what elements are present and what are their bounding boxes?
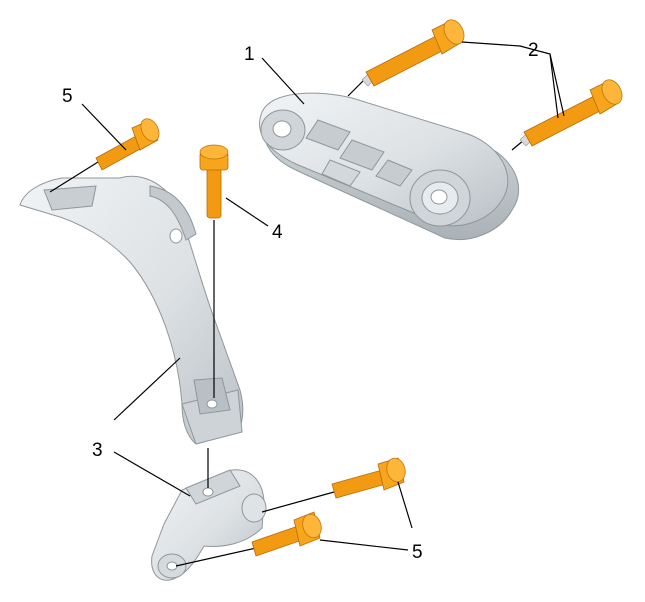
short-bolt-top-left bbox=[49, 118, 160, 193]
support-bracket-upper-part bbox=[19, 175, 244, 445]
mount-block-lower-part bbox=[151, 469, 267, 581]
short-bolt-right-lower bbox=[175, 511, 322, 567]
long-bolt-upper bbox=[347, 19, 465, 97]
callout-1-label: 1 bbox=[244, 44, 255, 65]
vertical-bolt bbox=[199, 144, 229, 488]
callout-5b-label: 5 bbox=[412, 542, 423, 563]
callout-2-label: 2 bbox=[528, 40, 539, 61]
callout-4-label: 4 bbox=[272, 222, 283, 243]
leader-lines bbox=[81, 41, 565, 551]
callout-5a-label: 5 bbox=[62, 86, 73, 107]
torque-rod-part bbox=[259, 92, 520, 241]
long-bolt-lower bbox=[511, 79, 623, 151]
short-bolt-right-upper bbox=[261, 457, 406, 513]
callout-3-label: 3 bbox=[92, 440, 103, 461]
